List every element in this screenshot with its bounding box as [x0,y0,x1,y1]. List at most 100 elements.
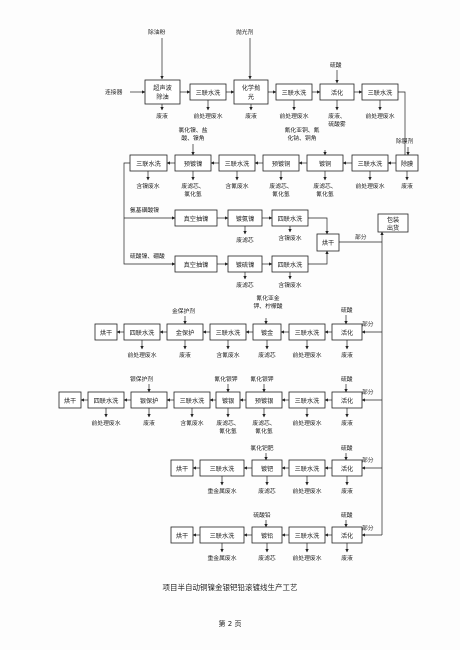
inspect-ship-box [377,213,409,233]
nickel-sulfate-label: 硫酸镍、硼酸 [130,252,165,260]
triple-rinse-label: 三联水洗 [210,532,236,540]
pb-out4: 重金属废水 [208,554,237,562]
r2-out7: 含镍废水 [136,182,159,190]
pb-out2: 前处理废水 [293,554,322,562]
polish-agent-label: 抛光剂 [236,28,254,36]
palladium-row: 部分 硫酸 活化 废液 三联水洗 前处理废水 氯化钯肥 镀钯 废滤芯 三联水洗 … [170,444,382,495]
r2-out3a: 废滤芯、 [313,182,336,190]
r2-out5: 含氰废水 [225,182,248,190]
lead-row: 部分 硫酸 活化 废液 三联水洗 前处理废水 硫酸铅 镀铅 废滤芯 三联水洗 重… [170,511,382,562]
pb-partial: 部分 [362,524,374,532]
sulfuric-acid-label: 硫酸 [330,61,342,69]
film-remover-label: 除膜剂 [396,137,414,145]
gold-out4: 含氰废水 [216,351,239,359]
r1-out1: 废液 [156,112,168,120]
silver-out1: 废液 [341,419,353,427]
triple-rinse-label: 三联水洗 [180,397,206,405]
page-number: 第 2 页 [219,619,242,628]
palladium-plating-label: 镀钯 [261,465,274,473]
drying-label: 烘干 [100,329,112,337]
pb-out3: 废滤芯 [258,554,276,562]
vacuum-nickel-label: 真空抽镍 [184,261,209,269]
gold-in2-line2: 钾、柠檬酸 [254,302,283,310]
triple-rinse-label: 三联水洗 [358,160,384,168]
triple-rinse-label: 三联水洗 [295,329,321,337]
silver-out5: 含氰废水 [180,419,203,427]
r2-in6-line2: 酸、镍角 [181,134,204,142]
gold-protection-label: 金保护 [176,329,195,337]
gold-out6: 前处理废水 [128,351,157,359]
nickel-plating-label: 镀氨镍 [236,215,255,223]
row-2: 除膜剂 除膜 废液 三联水洗 前处理废水 氰化亚铜、氰 化钠、铜角 镀铜 废滤芯… [123,126,419,260]
r1-out6: 前处理废水 [366,112,395,120]
gold-out2: 前处理废水 [293,351,322,359]
triple-rinse-label: 三联水洗 [295,397,321,405]
silver-partial: 部分 [362,388,374,396]
gold-out1: 废液 [341,351,353,359]
silver-out6: 废液 [143,419,155,427]
drying-label: 烘干 [176,465,188,473]
inspect-ship-line1: 包装 [387,216,399,224]
gold-in2-line1: 氰化亚金 [256,294,279,302]
branch-rows: 氨基磺酸镍 真空抽镍 镀氨镍 废滤芯 四联水洗 含镍废水 硫酸镍、硼酸 真空抽镍… [123,206,409,535]
pd-out2: 前处理废水 [293,487,322,495]
start-label: 连接器 [105,88,123,96]
silver-out3b: 氰化氢 [255,427,273,435]
r2-in6-line1: 氯化镍、盐 [179,126,208,134]
r2-out2: 前处理废水 [356,182,385,190]
quad-rinse-label: 四联水洗 [278,215,304,223]
gold-protector-label: 金保护剂 [172,307,195,315]
drying-label: 烘干 [176,532,188,540]
r1-out2: 前处理废水 [194,112,223,120]
silver-row: 部分 硫酸 活化 废液 三联水洗 前处理废水 氰化银钾 预镀银 废滤芯、 氰化氢… [58,375,382,435]
triple-rinse-label: 三联水洗 [295,465,321,473]
gold-row: 部分 硫酸 活化 废液 三联水洗 前处理废水 氰化亚金 钾、柠檬酸 镀金 废滤芯… [94,294,382,359]
inspect-ship-line2: 出货 [387,224,399,232]
silver-out4b: 氰化氢 [219,427,237,435]
r1-out4: 前处理废水 [280,112,309,120]
silver-in4: 氰化银钾 [214,375,237,383]
r1-out5b: 硫酸雾 [328,120,346,128]
silver-out3a: 废滤芯、 [252,419,275,427]
silver-acid: 硫酸 [341,375,353,383]
r2-out4a: 废滤芯、 [269,182,292,190]
triple-rinse-label: 三联水洗 [295,532,321,540]
gold-partial: 部分 [362,320,374,328]
silver-plating-label: 镀银 [222,397,234,405]
drying-label: 烘干 [64,397,76,405]
silver-out4a: 废滤芯、 [216,419,239,427]
pd-out1: 废液 [341,487,353,495]
silver-in3: 氰化银钾 [250,375,273,383]
chemical-polish-box [233,79,269,105]
pb-in3: 硫酸铅 [253,511,271,519]
activation-label: 活化 [341,329,353,337]
pd-partial: 部分 [362,456,374,464]
vacuum-nickel-label: 真空抽镍 [184,215,209,223]
r2-out1: 废液 [401,182,413,190]
r2-out3b: 氰化氢 [316,190,334,198]
r2-out6b: 氯化氢 [184,190,202,198]
pd-acid: 硫酸 [341,444,353,452]
quad-rinse-label: 四联水洗 [130,329,156,337]
pre-copper-label: 镀铜 [319,160,331,168]
pd-out3: 废滤芯 [258,487,276,495]
triple-rinse-label: 三联水洗 [225,160,251,168]
br-b-out2: 废滤芯 [236,281,254,289]
nickel-sulfamate-label: 氨基磺酸镍 [130,206,159,214]
triple-rinse-label: 三联水洗 [210,465,236,473]
r2-in2-line1: 氰化亚铜、氰 [285,126,320,134]
triple-rinse-label: 三联水洗 [196,89,222,97]
triple-rinse-label: 三联水洗 [216,329,242,337]
r1-out5a: 废液、 [328,112,345,120]
triple-rinse-label: 三联水洗 [282,89,308,97]
lead-plating-label: 镀铅 [261,532,273,540]
triple-rinse-label: 三联水洗 [368,89,394,97]
activation-label: 活化 [341,532,353,540]
drying-box-gold [94,323,118,341]
partial-label: 部分 [355,233,367,241]
activation-label: 活化 [341,397,353,405]
r1-out3: 废液 [245,112,257,120]
gold-plating-label: 镀金 [261,329,274,337]
film-removal-label: 除膜 [401,160,413,168]
